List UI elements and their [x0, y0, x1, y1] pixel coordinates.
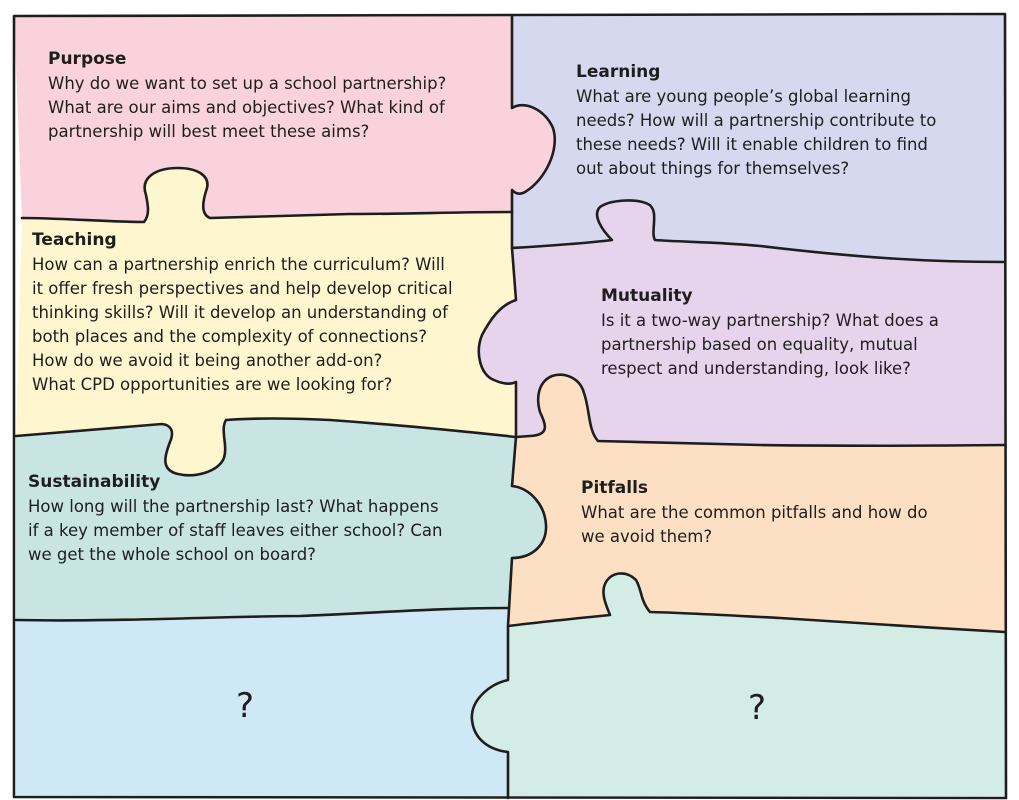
seam-teaching-sustainability: [14, 417, 518, 477]
piece-sustainability-shape: [16, 418, 547, 621]
pitfalls-line: What are the common pitfalls and how do: [581, 503, 928, 522]
seam-purpose-teaching: [20, 166, 514, 224]
learning-line: out about things for themselves?: [576, 159, 850, 178]
purpose-title: Purpose: [48, 49, 127, 69]
outer-frame: [12, 12, 1008, 800]
mutuality-text: Mutuality Is it a two-way partnership? W…: [601, 284, 939, 381]
piece-fills: [14, 16, 1006, 796]
pitfalls-text: Pitfalls What are the common pitfalls an…: [581, 476, 928, 549]
learning-line: What are young people’s global learning: [576, 87, 911, 106]
teaching-text: Teaching How can a partnership enrich th…: [32, 228, 453, 397]
teaching-line: How do we avoid it being another add-on?: [32, 351, 383, 370]
seam-sustainability-unknown: [14, 606, 510, 622]
teaching-line: What CPD opportunities are we looking fo…: [32, 375, 393, 394]
sustainability-line: if a key member of staff leaves either s…: [28, 521, 443, 540]
purpose-body: Why do we want to set up a school partne…: [48, 72, 446, 144]
teaching-body: How can a partnership enrich the curricu…: [32, 253, 453, 397]
pitfalls-title: Pitfalls: [581, 478, 649, 498]
sustainability-title: Sustainability: [28, 472, 161, 492]
teaching-line: thinking skills? Will it develop an unde…: [32, 303, 448, 322]
mutuality-title: Mutuality: [601, 286, 693, 306]
sustainability-text: Sustainability How long will the partner…: [28, 470, 442, 567]
teaching-title: Teaching: [32, 230, 117, 250]
piece-teaching-shape: [16, 168, 516, 476]
seam-pitfalls-unknown: [506, 572, 1007, 634]
pitfalls-line: we avoid them?: [581, 527, 713, 546]
sustainability-line: we get the whole school on board?: [28, 545, 316, 564]
learning-title: Learning: [576, 62, 661, 82]
teaching-line: How can a partnership enrich the curricu…: [32, 255, 445, 274]
teaching-line: both places and the complexity of connec…: [32, 327, 427, 346]
piece-mutuality-shape: [478, 200, 1006, 446]
teaching-line: it offer fresh perspectives and help dev…: [32, 279, 453, 298]
unknown-left-question-mark: ?: [236, 686, 255, 726]
learning-line: needs? How will a partnership contribute…: [576, 111, 937, 130]
purpose-text: Purpose Why do we want to set up a schoo…: [48, 47, 446, 144]
mutuality-line: respect and understanding, look like?: [601, 359, 911, 378]
pitfalls-body: What are the common pitfalls and how do …: [581, 501, 928, 549]
seam-learning-mutuality: [510, 199, 1007, 264]
purpose-line: What are our aims and objectives? What k…: [48, 98, 445, 117]
learning-body: What are young people’s global learning …: [576, 85, 936, 181]
piece-pitfalls-shape: [508, 374, 1005, 632]
unknown-right-question-mark: ?: [748, 688, 767, 728]
piece-unknown-right-shape: [471, 573, 1005, 796]
purpose-line: partnership will best meet these aims?: [48, 122, 370, 141]
vertical-seam: [470, 14, 556, 800]
piece-purpose-shape: [14, 16, 555, 222]
mutuality-line: Is it a two-way partnership? What does a: [601, 311, 939, 330]
piece-unknown-left-shape: [16, 608, 508, 796]
mutuality-body: Is it a two-way partnership? What does a…: [601, 309, 939, 381]
seam-mutuality-pitfalls: [514, 373, 1007, 448]
mutuality-line: partnership based on equality, mutual: [601, 335, 918, 354]
piece-borders: [12, 12, 1008, 800]
purpose-line: Why do we want to set up a school partne…: [48, 74, 447, 93]
sustainability-body: How long will the partnership last? What…: [28, 495, 442, 567]
sustainability-line: How long will the partnership last? What…: [28, 497, 439, 516]
learning-line: these needs? Will it enable children to …: [576, 135, 928, 154]
learning-text: Learning What are young people’s global …: [576, 60, 936, 181]
